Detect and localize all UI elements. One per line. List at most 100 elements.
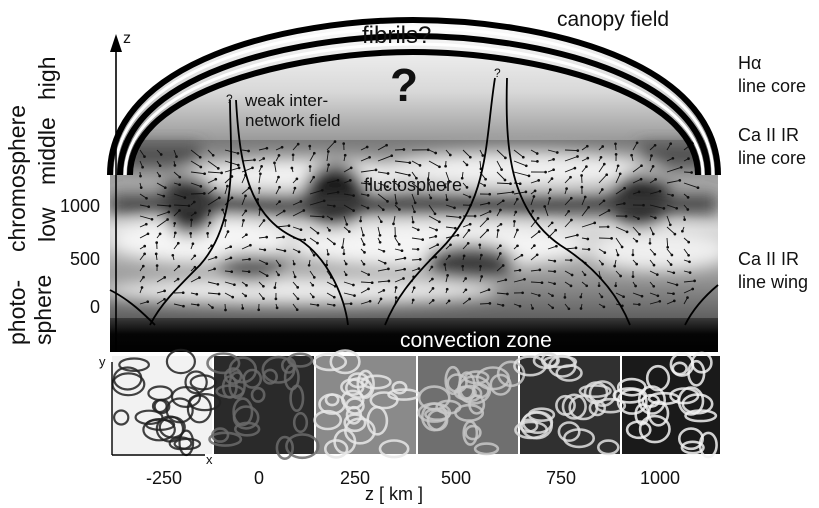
velocity-arrowhead (607, 209, 611, 212)
velocity-arrow (666, 237, 669, 248)
velocity-arrowhead (146, 232, 150, 236)
velocity-arrowhead (614, 284, 618, 288)
velocity-arrow (377, 144, 387, 151)
velocity-arrow (598, 210, 610, 217)
velocity-arrowhead (342, 252, 346, 256)
velocity-arrow (649, 270, 658, 276)
velocity-arrowhead (509, 182, 512, 186)
velocity-arrowhead (382, 289, 386, 292)
velocity-arrow (224, 281, 235, 286)
velocity-arrow (649, 300, 660, 305)
velocity-arrowhead (687, 253, 690, 257)
velocity-arrowhead (635, 262, 639, 266)
velocity-arrowhead (630, 153, 633, 157)
velocity-arrowhead (383, 261, 387, 265)
velocity-arrowhead (390, 154, 394, 158)
velocity-arrowhead (651, 232, 655, 236)
velocity-arrowhead (273, 161, 276, 165)
velocity-arrowhead (467, 228, 471, 232)
velocity-arrow (275, 210, 285, 217)
granulation-cell (638, 414, 671, 444)
z-tick-500: 500 (70, 249, 101, 269)
velocity-arrowhead (576, 155, 579, 158)
granulation-cell (520, 411, 554, 440)
velocity-arrow (513, 278, 525, 283)
velocity-arrowhead (154, 252, 158, 256)
velocity-arrow (173, 204, 190, 207)
chromosphere-label: chromosphere (4, 104, 30, 252)
velocity-arrow (360, 300, 371, 305)
panel-y-label: y (99, 354, 106, 369)
velocity-arrowhead (386, 172, 390, 175)
velocity-arrow (241, 159, 255, 162)
velocity-arrow (683, 182, 699, 189)
velocity-arrowhead (253, 158, 256, 162)
velocity-arrowhead (658, 299, 662, 303)
granulation-cell (677, 386, 705, 416)
velocity-arrowhead (515, 197, 519, 201)
velocity-arrowhead (368, 299, 372, 303)
velocity-arrow (343, 193, 354, 197)
velocity-arrowhead (635, 141, 639, 145)
velocity-arrowhead (642, 203, 645, 207)
velocity-arrowhead (316, 303, 320, 307)
panel-x-label: x (206, 452, 213, 467)
velocity-arrowhead (468, 155, 472, 159)
velocity-arrowhead (538, 268, 542, 272)
velocity-arrowhead (408, 173, 411, 177)
velocity-arrowhead (434, 255, 438, 259)
velocity-arrowhead (501, 304, 505, 307)
velocity-arrowhead (176, 277, 180, 281)
velocity-arrowhead (167, 210, 171, 214)
velocity-arrowhead (150, 217, 154, 221)
velocity-arrow (632, 226, 640, 235)
velocity-arrowhead (211, 306, 214, 309)
velocity-arrow (377, 226, 381, 236)
velocity-arrowhead (244, 294, 248, 298)
velocity-arrowhead (251, 166, 254, 170)
velocity-arrowhead (322, 199, 326, 203)
velocity-arrowhead (433, 212, 437, 216)
velocity-arrowhead (552, 168, 555, 172)
velocity-arrow (241, 244, 251, 250)
velocity-arrowhead (214, 177, 218, 181)
velocity-arrow (496, 292, 508, 295)
velocity-arrowhead (499, 222, 503, 226)
velocity-arrowhead (648, 241, 652, 245)
velocity-arrow (496, 265, 504, 272)
velocity-arrowhead (307, 263, 311, 267)
velocity-arrowhead (191, 242, 195, 246)
velocity-arrowhead (278, 185, 281, 189)
velocity-arrow (462, 149, 471, 158)
velocity-arrowhead (247, 149, 250, 153)
velocity-arrowhead (468, 222, 472, 226)
velocity-arrow (530, 269, 540, 272)
granulation-cell (555, 364, 583, 382)
velocity-arrowhead (359, 219, 362, 223)
velocity-arrowhead (336, 190, 340, 194)
velocity-arrowhead (287, 224, 291, 228)
velocity-arrowhead (686, 296, 689, 299)
velocity-arrowhead (181, 291, 185, 295)
velocity-arrowhead (263, 248, 267, 252)
velocity-arrowhead (600, 295, 604, 299)
velocity-arrow (394, 160, 410, 164)
granulation-cell (287, 352, 314, 368)
velocity-arrowhead (363, 251, 366, 254)
velocity-arrow (513, 149, 524, 158)
convection-zone-band (110, 318, 718, 352)
velocity-arrowhead (311, 295, 315, 299)
granulation-cell (285, 433, 320, 460)
velocity-arrowhead (553, 270, 557, 273)
granulation-cell (211, 427, 230, 443)
velocity-arrow (309, 226, 319, 234)
velocity-arrowhead (637, 190, 641, 194)
velocity-arrowhead (690, 171, 693, 174)
velocity-arrowhead (640, 164, 643, 168)
velocity-arrow (360, 226, 364, 236)
velocity-arrowhead (262, 297, 265, 300)
velocity-arrowhead (551, 306, 555, 310)
velocity-arrowhead (601, 262, 604, 266)
velocity-arrow (224, 167, 240, 173)
velocity-arrowhead (224, 219, 227, 222)
